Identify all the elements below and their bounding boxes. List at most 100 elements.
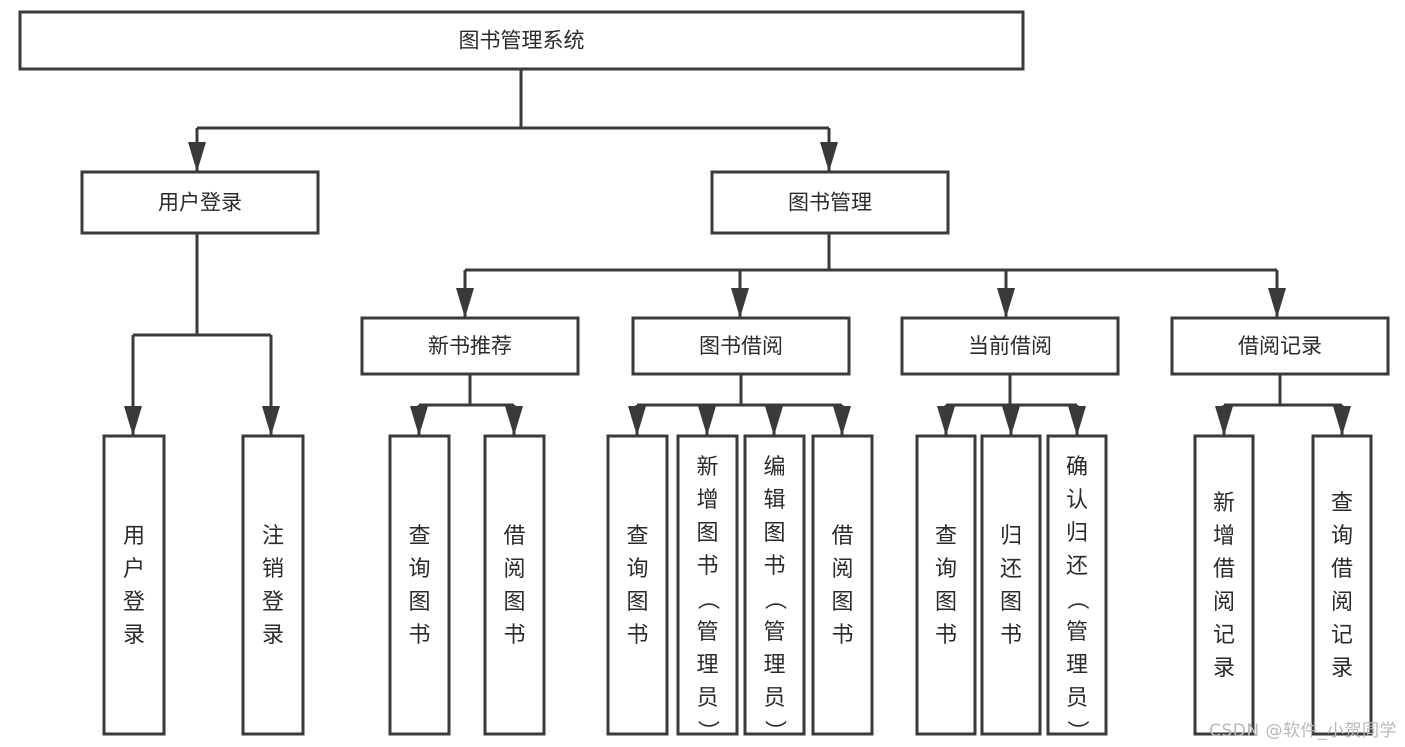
node-label-char: 新 xyxy=(696,455,718,480)
node-label-char: 询 xyxy=(1331,524,1353,549)
node-label-char: 还 xyxy=(1066,554,1088,579)
node-label: 用户登录 xyxy=(158,191,242,215)
arrow-head-icon xyxy=(456,288,474,318)
node-label-char: 书 xyxy=(503,623,525,648)
node-label: 图书管理系统 xyxy=(459,29,585,53)
node-label-char: 录 xyxy=(123,623,145,648)
node-label-char: 借 xyxy=(831,524,853,549)
node-book-manage[interactable]: 图书管理 xyxy=(710,170,950,235)
arrow-head-icon xyxy=(1215,406,1233,436)
arrow-head-icon xyxy=(124,406,142,436)
node-box[interactable] xyxy=(1193,434,1255,736)
arrow-head-icon xyxy=(731,288,749,318)
node-label-char: 理 xyxy=(696,653,718,678)
node-label-char: （ xyxy=(695,588,720,610)
node-label-char: 理 xyxy=(763,653,785,678)
arrow-head-icon xyxy=(765,406,783,436)
node-label-char: 管 xyxy=(696,620,718,645)
node-label-char: 书 xyxy=(408,623,430,648)
node-current-borrow[interactable]: 当前借阅 xyxy=(900,316,1120,376)
node-box[interactable] xyxy=(1170,316,1390,376)
node-label-char: 询 xyxy=(408,557,430,582)
node-label-char: 阅 xyxy=(1331,590,1353,615)
node-box[interactable] xyxy=(631,316,851,376)
node-label-char: 询 xyxy=(935,557,957,582)
node-label: 当前借阅 xyxy=(968,334,1052,358)
node-box[interactable] xyxy=(915,434,977,736)
node-box[interactable] xyxy=(102,434,166,736)
arrow-head-icon xyxy=(937,406,955,436)
arrow-head-icon xyxy=(262,406,280,436)
node-box[interactable] xyxy=(388,434,451,736)
node-borrow-record[interactable]: 借阅记录 xyxy=(1170,316,1390,376)
node-label-char: 用 xyxy=(123,524,145,549)
node-label-char: ） xyxy=(762,720,787,742)
node-label-char: 阅 xyxy=(1213,590,1235,615)
node-box[interactable] xyxy=(1311,434,1373,736)
node-label-char: 员 xyxy=(763,686,785,711)
node-box[interactable] xyxy=(241,434,305,736)
node-label-char: 员 xyxy=(696,686,718,711)
node-book-borrow[interactable]: 图书借阅 xyxy=(631,316,851,376)
arrow-head-icon xyxy=(188,142,206,172)
node-label-char: 登 xyxy=(123,590,145,615)
connector-layer xyxy=(124,69,1351,436)
node-label-char: 借 xyxy=(1331,557,1353,582)
node-label-char: 图 xyxy=(1000,590,1022,615)
node-label-char: 阅 xyxy=(503,557,525,582)
node-box[interactable] xyxy=(360,316,580,376)
node-box[interactable] xyxy=(483,434,546,736)
node-box[interactable] xyxy=(980,434,1042,736)
node-box[interactable] xyxy=(1046,434,1108,736)
node-label-char: 管 xyxy=(763,620,785,645)
node-box[interactable] xyxy=(743,434,806,736)
node-box[interactable] xyxy=(900,316,1120,376)
node-label-char: 书 xyxy=(935,623,957,648)
node-label: 新书推荐 xyxy=(428,334,512,358)
node-new-book-rec[interactable]: 新书推荐 xyxy=(360,316,580,376)
node-label-char: （ xyxy=(1064,588,1089,610)
node-label-char: 查 xyxy=(408,524,430,549)
node-label-char: 还 xyxy=(1000,557,1022,582)
node-label-char: 管 xyxy=(1066,620,1088,645)
node-label-char: 借 xyxy=(1213,557,1235,582)
arrow-head-icon xyxy=(1333,406,1351,436)
node-root[interactable]: 图书管理系统 xyxy=(18,10,1025,71)
node-box[interactable] xyxy=(80,170,320,235)
node-box[interactable] xyxy=(710,170,950,235)
node-leaf-user-login[interactable]: 用户登录 xyxy=(102,434,166,736)
arrow-head-icon xyxy=(1268,288,1286,318)
arrow-head-icon xyxy=(997,288,1015,318)
node-box[interactable] xyxy=(18,10,1025,71)
node-label-char: 图 xyxy=(503,590,525,615)
node-label-char: 图 xyxy=(831,590,853,615)
node-layer: 图书管理系统用户登录图书管理新书推荐图书借阅当前借阅借阅记录用户登录注销登录查询… xyxy=(18,10,1390,742)
node-label-char: （ xyxy=(762,588,787,610)
node-label-char: 录 xyxy=(262,623,284,648)
node-label-char: ） xyxy=(695,720,720,742)
node-label-char: 书 xyxy=(626,623,648,648)
node-box[interactable] xyxy=(811,434,874,736)
node-label-char: 户 xyxy=(123,557,145,582)
node-user-login[interactable]: 用户登录 xyxy=(80,170,320,235)
node-label-char: 书 xyxy=(831,623,853,648)
node-box[interactable] xyxy=(676,434,739,736)
node-box[interactable] xyxy=(606,434,669,736)
node-label-char: 认 xyxy=(1066,488,1088,513)
node-label-char: 增 xyxy=(696,488,718,513)
arrow-head-icon xyxy=(1068,406,1086,436)
node-label-char: 员 xyxy=(1066,686,1088,711)
